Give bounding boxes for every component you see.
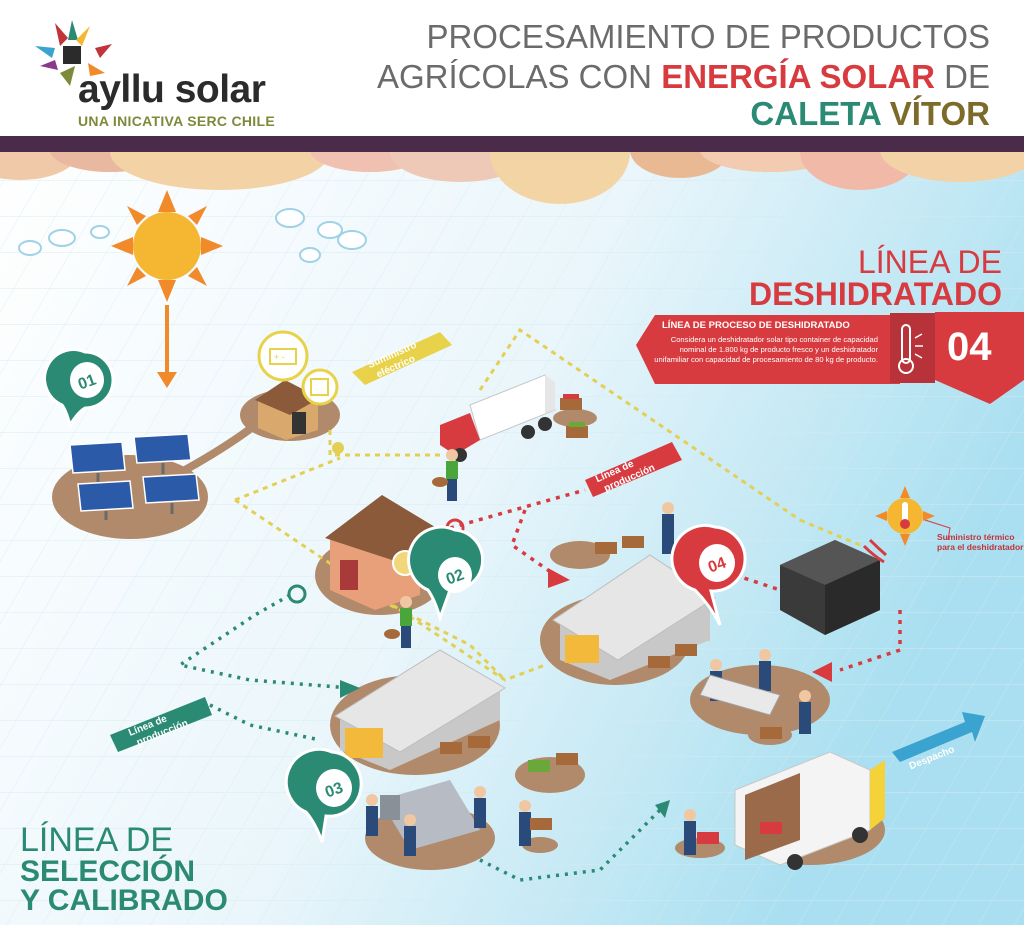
crates-dehydration bbox=[595, 536, 782, 739]
network-node bbox=[332, 442, 344, 454]
clouds bbox=[18, 208, 367, 263]
selection-title-2: SELECCIÓN bbox=[20, 855, 196, 888]
thermal-supply-label: Suministro térmico para el deshidratador bbox=[937, 532, 1024, 553]
thermal-leader-line bbox=[924, 519, 951, 541]
logo-name: ayllu solar bbox=[78, 68, 266, 111]
flow-node-teal bbox=[287, 584, 307, 604]
selection-title-1: LÍNEA DE bbox=[20, 821, 174, 859]
solar-panels bbox=[69, 433, 200, 520]
dehydration-badge-number: 04 bbox=[947, 325, 992, 369]
flow-arrow-red-1 bbox=[548, 568, 570, 588]
marker-02-label: 02 bbox=[444, 566, 467, 588]
inverter-icon bbox=[301, 368, 339, 406]
sunlight-arrow bbox=[157, 305, 177, 388]
marker-04-label: 04 bbox=[706, 554, 729, 576]
produce-crates-top bbox=[560, 394, 588, 438]
title-line-1: PROCESAMIENTO DE PRODUCTOS bbox=[426, 18, 990, 55]
dispatch-truck bbox=[734, 751, 885, 870]
thermal-sun-icon bbox=[862, 486, 935, 564]
dehydration-panel-body: Considera un deshidratador solar tipo co… bbox=[654, 335, 878, 364]
selection-title-3: Y CALIBRADO bbox=[20, 884, 228, 917]
dehydration-title-1: LÍNEA DE bbox=[857, 244, 1002, 280]
title-line-3: CALETA VÍTOR bbox=[750, 97, 990, 130]
worker-with-basket-mid bbox=[384, 596, 412, 648]
control-house bbox=[255, 380, 320, 440]
workers-dehydration bbox=[662, 502, 811, 734]
greenhouse-selection bbox=[334, 649, 506, 770]
electric-network bbox=[234, 327, 861, 682]
marker-03 bbox=[284, 747, 363, 843]
delivery-truck bbox=[440, 374, 556, 462]
electric-supply-ribbon bbox=[352, 332, 452, 385]
sun-icon bbox=[111, 190, 223, 302]
title-solar-energy: ENERGÍA SOLAR bbox=[661, 58, 935, 95]
path-panels-to-house bbox=[183, 416, 265, 474]
title-line-2: AGRÍCOLAS CON ENERGÍA SOLAR DE bbox=[377, 60, 990, 93]
battery-icon: + - bbox=[257, 330, 309, 382]
marker-01-label: 01 bbox=[76, 371, 99, 393]
flow-arrow-teal-2 bbox=[655, 800, 670, 818]
production-ribbon-left bbox=[110, 697, 212, 752]
flow-arrow-teal-1 bbox=[340, 680, 360, 698]
dehydration-flow bbox=[449, 488, 902, 672]
marker-01 bbox=[43, 348, 115, 429]
greenhouse-dehydration bbox=[552, 554, 716, 680]
header: ayllu solar UNA INICATIVA SERC CHILE PRO… bbox=[0, 0, 1024, 138]
marker-02 bbox=[407, 525, 485, 623]
selection-flow bbox=[175, 593, 662, 882]
logo-subtitle: UNA INICATIVA SERC CHILE bbox=[78, 113, 275, 129]
thermometer-icon bbox=[898, 324, 923, 374]
dehydration-title-2: DESHIDRATADO bbox=[748, 276, 1002, 312]
header-divider-band bbox=[0, 136, 1024, 152]
workers-selection bbox=[366, 786, 552, 856]
production-ribbon-top bbox=[585, 442, 682, 497]
logo-mark-icon bbox=[35, 20, 112, 86]
marker-04 bbox=[670, 523, 747, 626]
dehydration-panel bbox=[636, 312, 1024, 404]
title-line-2-start: AGRÍCOLAS CON bbox=[376, 58, 662, 95]
worker-with-basket-top bbox=[432, 449, 458, 501]
title-caleta: CALETA bbox=[750, 95, 890, 132]
svg-text:+ -: + - bbox=[274, 352, 285, 362]
title-line-2-end: DE bbox=[934, 58, 990, 95]
worker-dispatch bbox=[684, 809, 719, 855]
container-dehydrator bbox=[780, 540, 880, 635]
title-vitor: VÍTOR bbox=[889, 95, 990, 132]
dispatch-arrow bbox=[892, 712, 985, 762]
flow-arrow-red-2 bbox=[812, 662, 832, 682]
crates-selection bbox=[440, 736, 578, 772]
dehydration-panel-heading: LÍNEA DE PROCESO DE DESHIDRATADO bbox=[662, 320, 850, 331]
marker-03-label: 03 bbox=[323, 779, 346, 801]
